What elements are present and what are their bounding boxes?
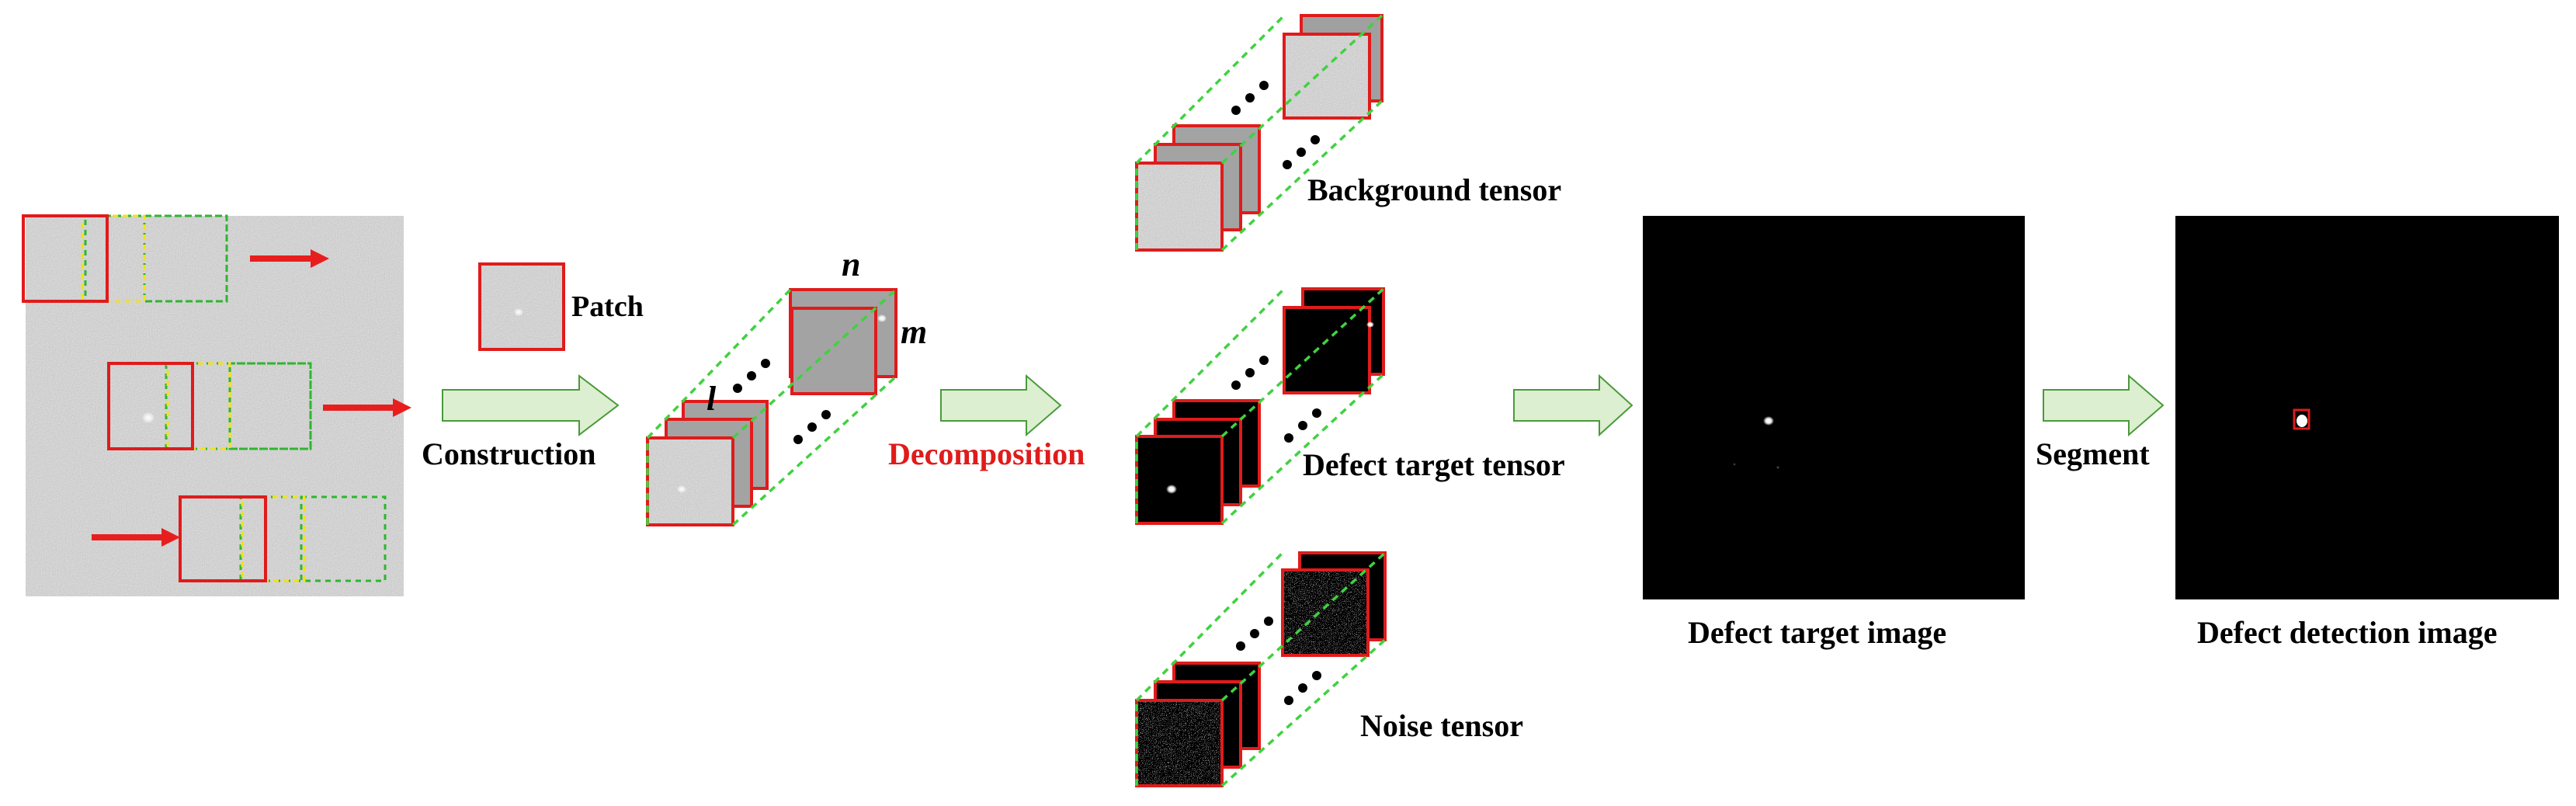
decomposition-label: Decomposition — [888, 436, 1085, 471]
dim-m-label: m — [901, 313, 927, 351]
ellipsis-dots — [733, 359, 831, 444]
patch-label: Patch — [571, 290, 644, 323]
defect-target-tensor — [1135, 287, 1385, 525]
ellipsis-dots — [1231, 356, 1321, 443]
reconstruction-arrow-icon — [1513, 373, 1633, 437]
sliding-window-row-3 — [179, 495, 387, 582]
noise-tensor — [1135, 551, 1387, 787]
right-arrow-icon — [92, 528, 180, 547]
patch-tensor — [646, 288, 897, 526]
defect-detection-image — [2175, 216, 2559, 599]
ellipsis-dots — [1236, 617, 1321, 705]
decomposition-arrow-icon — [940, 373, 1062, 437]
defect-target-tensor-label: Defect target tensor — [1303, 447, 1565, 482]
dim-l-label: l — [706, 380, 717, 418]
background-tensor-label: Background tensor — [1307, 172, 1561, 207]
ellipsis-dots — [1231, 81, 1320, 169]
defect-spot — [142, 412, 154, 423]
right-arrow-icon — [323, 398, 411, 417]
segment-label: Segment — [2036, 436, 2150, 471]
slide-direction-arrows — [92, 249, 411, 547]
sliding-window-row-2 — [107, 362, 312, 450]
noise-tensor-label: Noise tensor — [1360, 708, 1523, 743]
background-tensor — [1135, 14, 1383, 252]
right-arrow-icon — [250, 249, 329, 268]
construction-arrow-icon — [442, 373, 620, 437]
defect-target-image-label: Defect target image — [1688, 615, 1946, 650]
defect-detection-image-label: Defect detection image — [2197, 615, 2497, 650]
dim-n-label: n — [842, 245, 860, 283]
defect-target-image — [1643, 216, 2025, 599]
patch-sample — [478, 262, 565, 351]
construction-label: Construction — [422, 436, 595, 471]
sliding-window-row-1 — [22, 214, 228, 303]
detection-box — [2293, 408, 2310, 430]
segment-arrow-icon — [2043, 373, 2165, 437]
